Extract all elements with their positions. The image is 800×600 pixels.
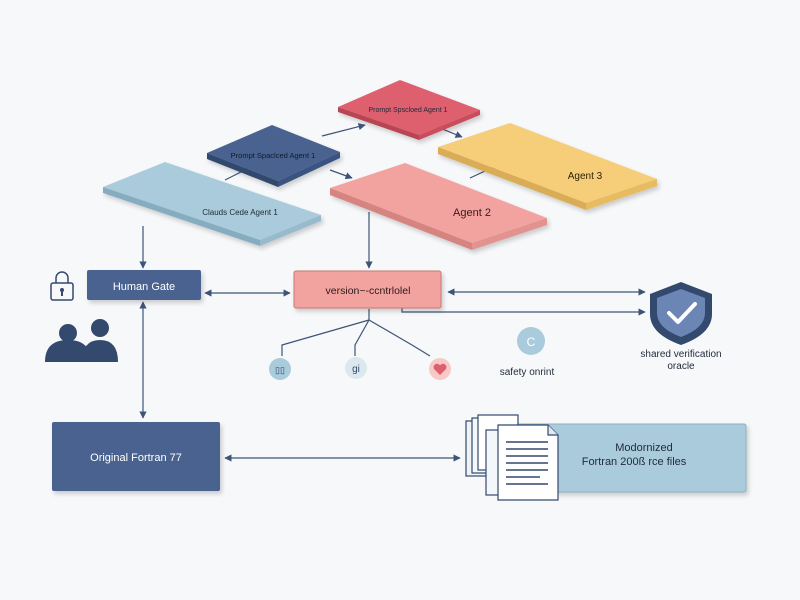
- fortran77-node: Original Fortran 77: [52, 422, 220, 491]
- human-gate-label: Human Gate: [113, 281, 175, 293]
- branch-left: [281, 319, 370, 356]
- modernized-line1: Modornized: [615, 442, 672, 454]
- arrow-prompt-to-top: [321, 123, 366, 137]
- shield-check-icon: [650, 282, 712, 345]
- modernized-node: Modornized Fortran 200ß rce files: [502, 423, 747, 493]
- fortran77-label: Original Fortran 77: [90, 452, 182, 464]
- oracle-line2: oracle: [667, 361, 695, 372]
- prompt-agent-top-label: Prompt Spscloed Agent 1: [369, 107, 448, 114]
- branch-mid-node: gi: [345, 357, 367, 379]
- prompt-agent-mid-label: Prompt Spaclced Agent 1: [231, 151, 316, 160]
- version-control-node: version~-ccntrlolel: [293, 270, 442, 309]
- prompt-agent-top-card: Prompt Spscloed Agent 1: [338, 80, 480, 140]
- file-stack-icon: [465, 414, 559, 501]
- agent-cards: Prompt Spscloed Agent 1 Prompt Spaclced …: [103, 80, 657, 250]
- claude-agent-label: Clauds Cede Agent 1: [202, 208, 278, 217]
- version-control-label: version~-ccntrlolel: [326, 285, 411, 297]
- branch-left-symbol: ▯▯: [275, 365, 285, 375]
- modernized-line2: Fortran 200ß rce files: [582, 456, 687, 468]
- human-gate-node: Human Gate: [87, 270, 201, 300]
- branch-right-node: [429, 358, 451, 380]
- connectors: [139, 123, 646, 462]
- refresh-icon: C: [527, 335, 536, 349]
- prompt-agent-mid-card: Prompt Spaclced Agent 1: [207, 125, 340, 187]
- claude-agent-card: Clauds Cede Agent 1: [103, 162, 321, 246]
- oracle-node: shared verification oracle: [640, 282, 722, 372]
- heart-icon: [433, 363, 447, 375]
- agent3-label: Agent 3: [568, 171, 603, 182]
- branch-left-node: ▯▯: [269, 358, 291, 380]
- oracle-line1: shared verification: [640, 349, 721, 360]
- lock-icon: [50, 271, 74, 301]
- arrow-prompt-to-agent2: [329, 169, 353, 180]
- arrow-vc-oracle-lower: [401, 307, 646, 316]
- safety-node: C safety onrint: [500, 327, 555, 378]
- agent2-card: Agent 2: [330, 163, 547, 250]
- branch-right: [368, 319, 431, 357]
- agent3-card: Agent 3: [438, 123, 657, 210]
- agent2-label: Agent 2: [453, 207, 491, 219]
- branch-mid: [354, 319, 370, 356]
- branch-mid-symbol: gi: [352, 364, 360, 375]
- people-icon: [45, 319, 118, 362]
- safety-label: safety onrint: [500, 367, 555, 378]
